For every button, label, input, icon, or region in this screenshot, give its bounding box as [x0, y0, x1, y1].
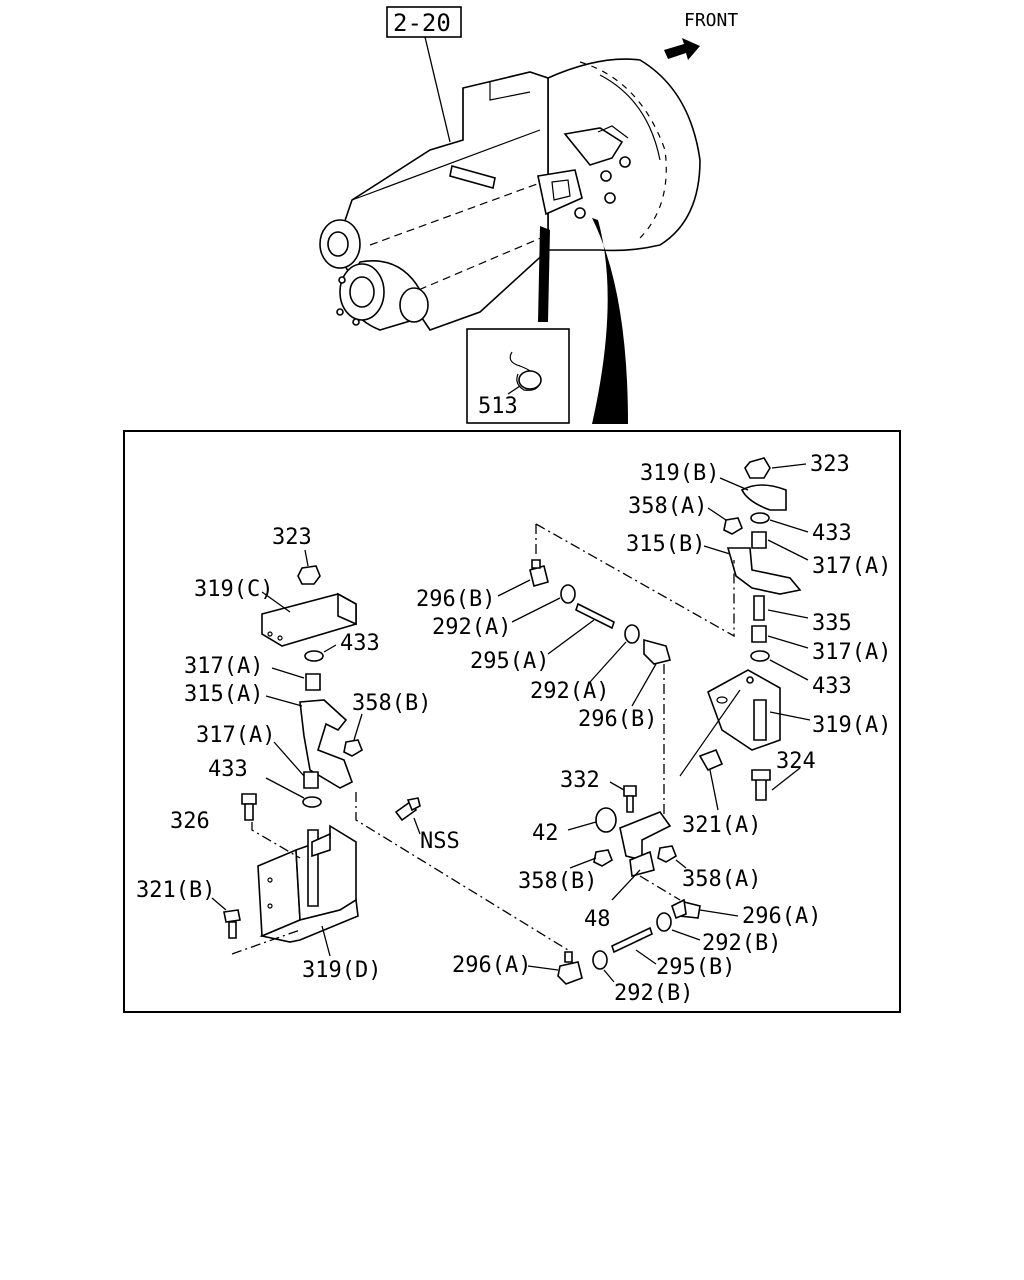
label-292B-r: 292(B): [702, 931, 781, 956]
exploded-view-frame: [123, 430, 901, 1013]
label-326: 326: [170, 809, 210, 834]
label-332: 332: [560, 768, 600, 793]
label-315B: 315(B): [626, 532, 705, 557]
label-335: 335: [812, 611, 852, 636]
label-317A-l2: 317(A): [196, 723, 275, 748]
label-358B-l: 358(B): [352, 691, 431, 716]
label-42: 42: [532, 821, 559, 846]
detail-clip-box: 513: [466, 328, 570, 424]
label-358A-top: 358(A): [628, 494, 707, 519]
ref-box-label: 2-20: [393, 9, 451, 37]
label-358B-c: 358(B): [518, 869, 597, 894]
label-319C: 319(C): [194, 577, 273, 602]
ref-box: [386, 6, 462, 38]
label-433-l1: 433: [340, 631, 380, 656]
label-513: 513: [478, 394, 518, 419]
label-319B: 319(B): [640, 461, 719, 486]
label-295A: 295(A): [470, 649, 549, 674]
label-292A-1: 292(A): [432, 615, 511, 640]
label-433-l2: 433: [208, 757, 248, 782]
label-324: 324: [776, 749, 816, 774]
left-bracket-group: 323 319(C) 433 317(A) 315(A) 358(B) 317(…: [136, 525, 460, 983]
right-bracket-group: 323 319(B) 358(A) 433 317(A) 315(B) 335 …: [626, 452, 891, 838]
label-48: 48: [584, 907, 611, 932]
center-rod-group: 296(B) 292(A) 295(A) 292(A) 296(B) 332 4…: [355, 523, 821, 1006]
label-433-r2: 433: [812, 674, 852, 699]
label-315A: 315(A): [184, 682, 263, 707]
label-295B: 295(B): [656, 955, 735, 980]
label-317A-r1: 317(A): [812, 554, 891, 579]
label-323-left: 323: [272, 525, 312, 550]
label-296A-r: 296(A): [742, 904, 821, 929]
transmission-assembly: 2-20 FRONT: [319, 6, 738, 424]
label-319A: 319(A): [812, 713, 891, 738]
label-433-r1: 433: [812, 521, 852, 546]
label-323-top: 323: [810, 452, 850, 477]
label-296B-1: 296(B): [416, 587, 495, 612]
front-label: FRONT: [684, 10, 738, 31]
label-358A-c: 358(A): [682, 867, 761, 892]
label-296A-b: 296(A): [452, 953, 531, 978]
label-317A-r2: 317(A): [812, 640, 891, 665]
label-319D: 319(D): [302, 958, 381, 983]
label-321B: 321(B): [136, 878, 215, 903]
label-292B-b: 292(B): [614, 981, 693, 1006]
label-321A: 321(A): [682, 813, 761, 838]
front-arrow-icon: [664, 38, 700, 60]
label-NSS: NSS: [420, 829, 460, 854]
label-292A-2: 292(A): [530, 679, 609, 704]
label-317A-l1: 317(A): [184, 654, 263, 679]
label-296B-2: 296(B): [578, 707, 657, 732]
